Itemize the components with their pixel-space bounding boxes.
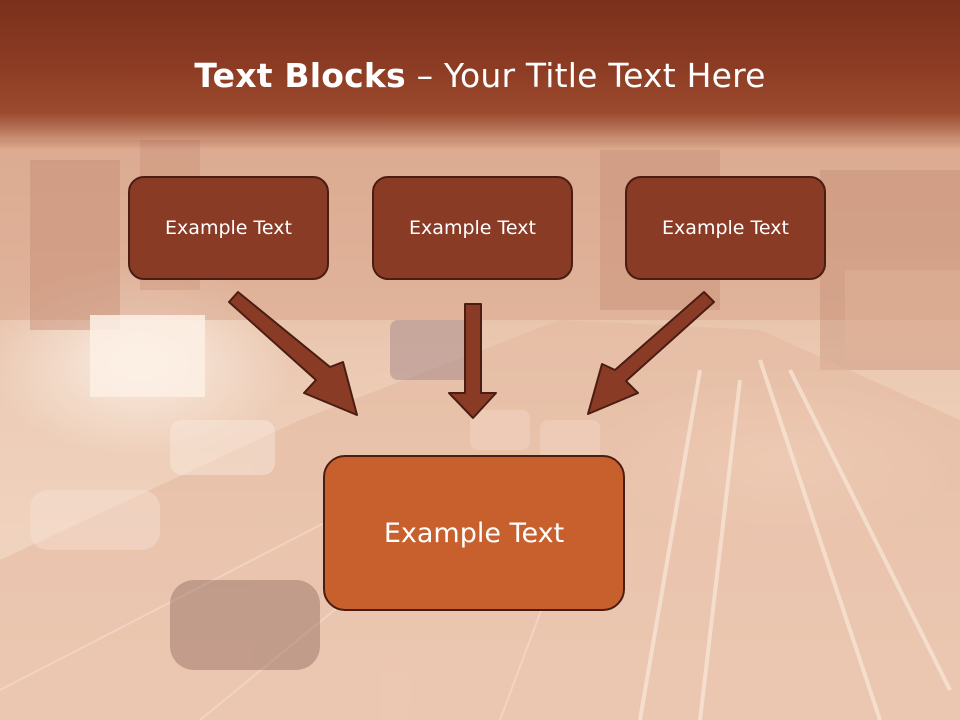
text-block-3-label: Example Text — [662, 217, 789, 239]
text-block-1[interactable]: Example Text — [128, 176, 329, 280]
text-block-1-label: Example Text — [165, 217, 292, 239]
title-dash: – — [405, 56, 444, 95]
arrow-center-icon — [448, 303, 497, 419]
title-rest: Your Title Text Here — [443, 56, 766, 95]
text-block-2[interactable]: Example Text — [372, 176, 573, 280]
result-text-block[interactable]: Example Text — [323, 455, 625, 611]
slide-title: Text Blocks – Your Title Text Here — [0, 52, 960, 100]
arrow-right-icon — [587, 291, 715, 415]
text-block-2-label: Example Text — [409, 217, 536, 239]
title-bold-part: Text Blocks — [194, 56, 406, 95]
arrow-left-icon — [228, 291, 358, 416]
title-bar — [0, 0, 960, 150]
text-block-3[interactable]: Example Text — [625, 176, 826, 280]
result-text-block-label: Example Text — [383, 517, 565, 549]
